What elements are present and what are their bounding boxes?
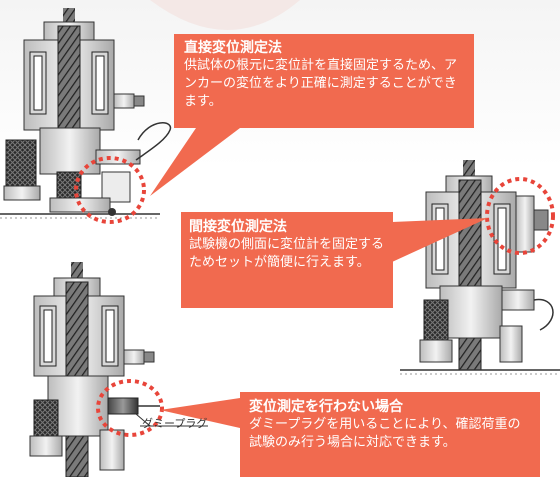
callout-indirect-pointer — [392, 218, 488, 262]
dummy-plug-highlight — [96, 379, 164, 437]
machine-direct — [0, 8, 172, 219]
callout-indirect-title: 間接変位測定法 — [189, 219, 287, 235]
callout-none-title: 変位測定を行わない場合 — [249, 399, 403, 415]
indirect-sensor-highlight — [485, 177, 555, 255]
callout-direct: 直接変位測定法 供試体の根元に変位計を直接固定するため、アンカーの変位をより正確… — [174, 34, 474, 128]
machine-indirect — [400, 160, 560, 375]
callout-indirect-body: 試験機の側面に変位計を固定するためセットが簡便に行えます。 — [189, 237, 385, 270]
callout-none-pointer — [160, 398, 240, 428]
background-swoosh — [150, 0, 300, 30]
direct-sensor-highlight — [74, 156, 146, 224]
callout-direct-pointer — [150, 128, 240, 196]
machine-dummy-plug — [29, 262, 208, 477]
callout-none-body: ダミープラグを用いることにより、確認荷重の試験のみ行う場合に対応できます。 — [249, 417, 521, 450]
callout-none: 変位測定を行わない場合 ダミープラグを用いることにより、確認荷重の試験のみ行う場… — [240, 392, 540, 477]
dummy-plug-label: ダミープラグ — [142, 417, 208, 430]
callout-direct-title: 直接変位測定法 — [184, 40, 282, 56]
callout-indirect: 間接変位測定法 試験機の側面に変位計を固定するためセットが簡便に行えます。 — [181, 212, 393, 308]
callout-direct-body: 供試体の根元に変位計を直接固定するため、アンカーの変位をより正確に測定することが… — [184, 58, 458, 109]
